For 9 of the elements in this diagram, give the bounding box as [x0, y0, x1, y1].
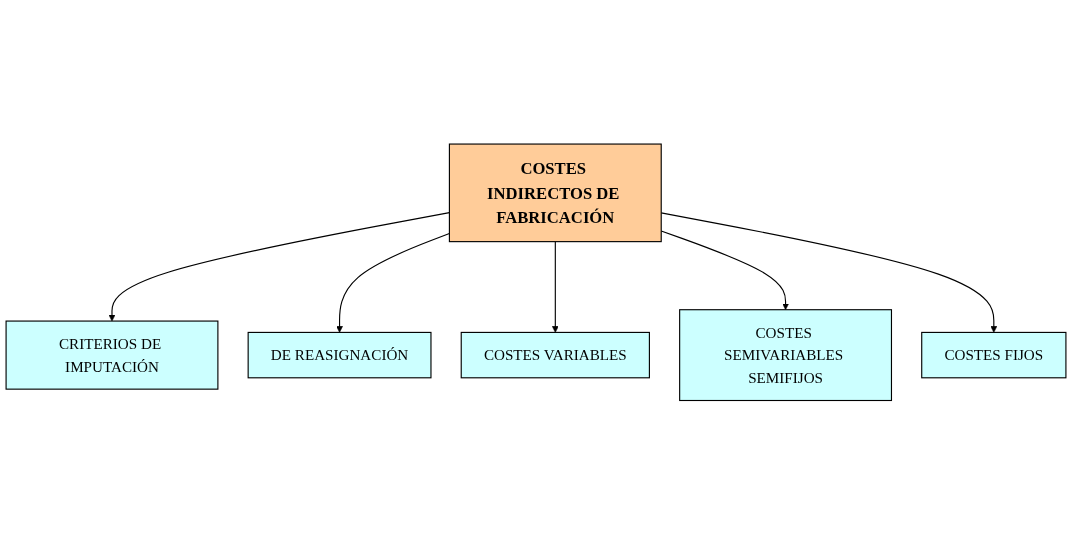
node-box: DE REASIGNACIÓN [247, 332, 432, 379]
node-box: COSTES SEMIVARIABLES SEMIFIJOS [679, 309, 893, 402]
node-box: COSTES VARIABLES [460, 332, 650, 379]
node-box: COSTES INDIRECTOS DE FABRICACIÓN [448, 143, 662, 243]
arrow [552, 241, 559, 333]
node-box: COSTES FIJOS [921, 332, 1067, 379]
arrow [108, 212, 450, 322]
arrow [336, 233, 450, 333]
node-box: CRITERIOS DE IMPUTACIÓN [5, 320, 219, 390]
